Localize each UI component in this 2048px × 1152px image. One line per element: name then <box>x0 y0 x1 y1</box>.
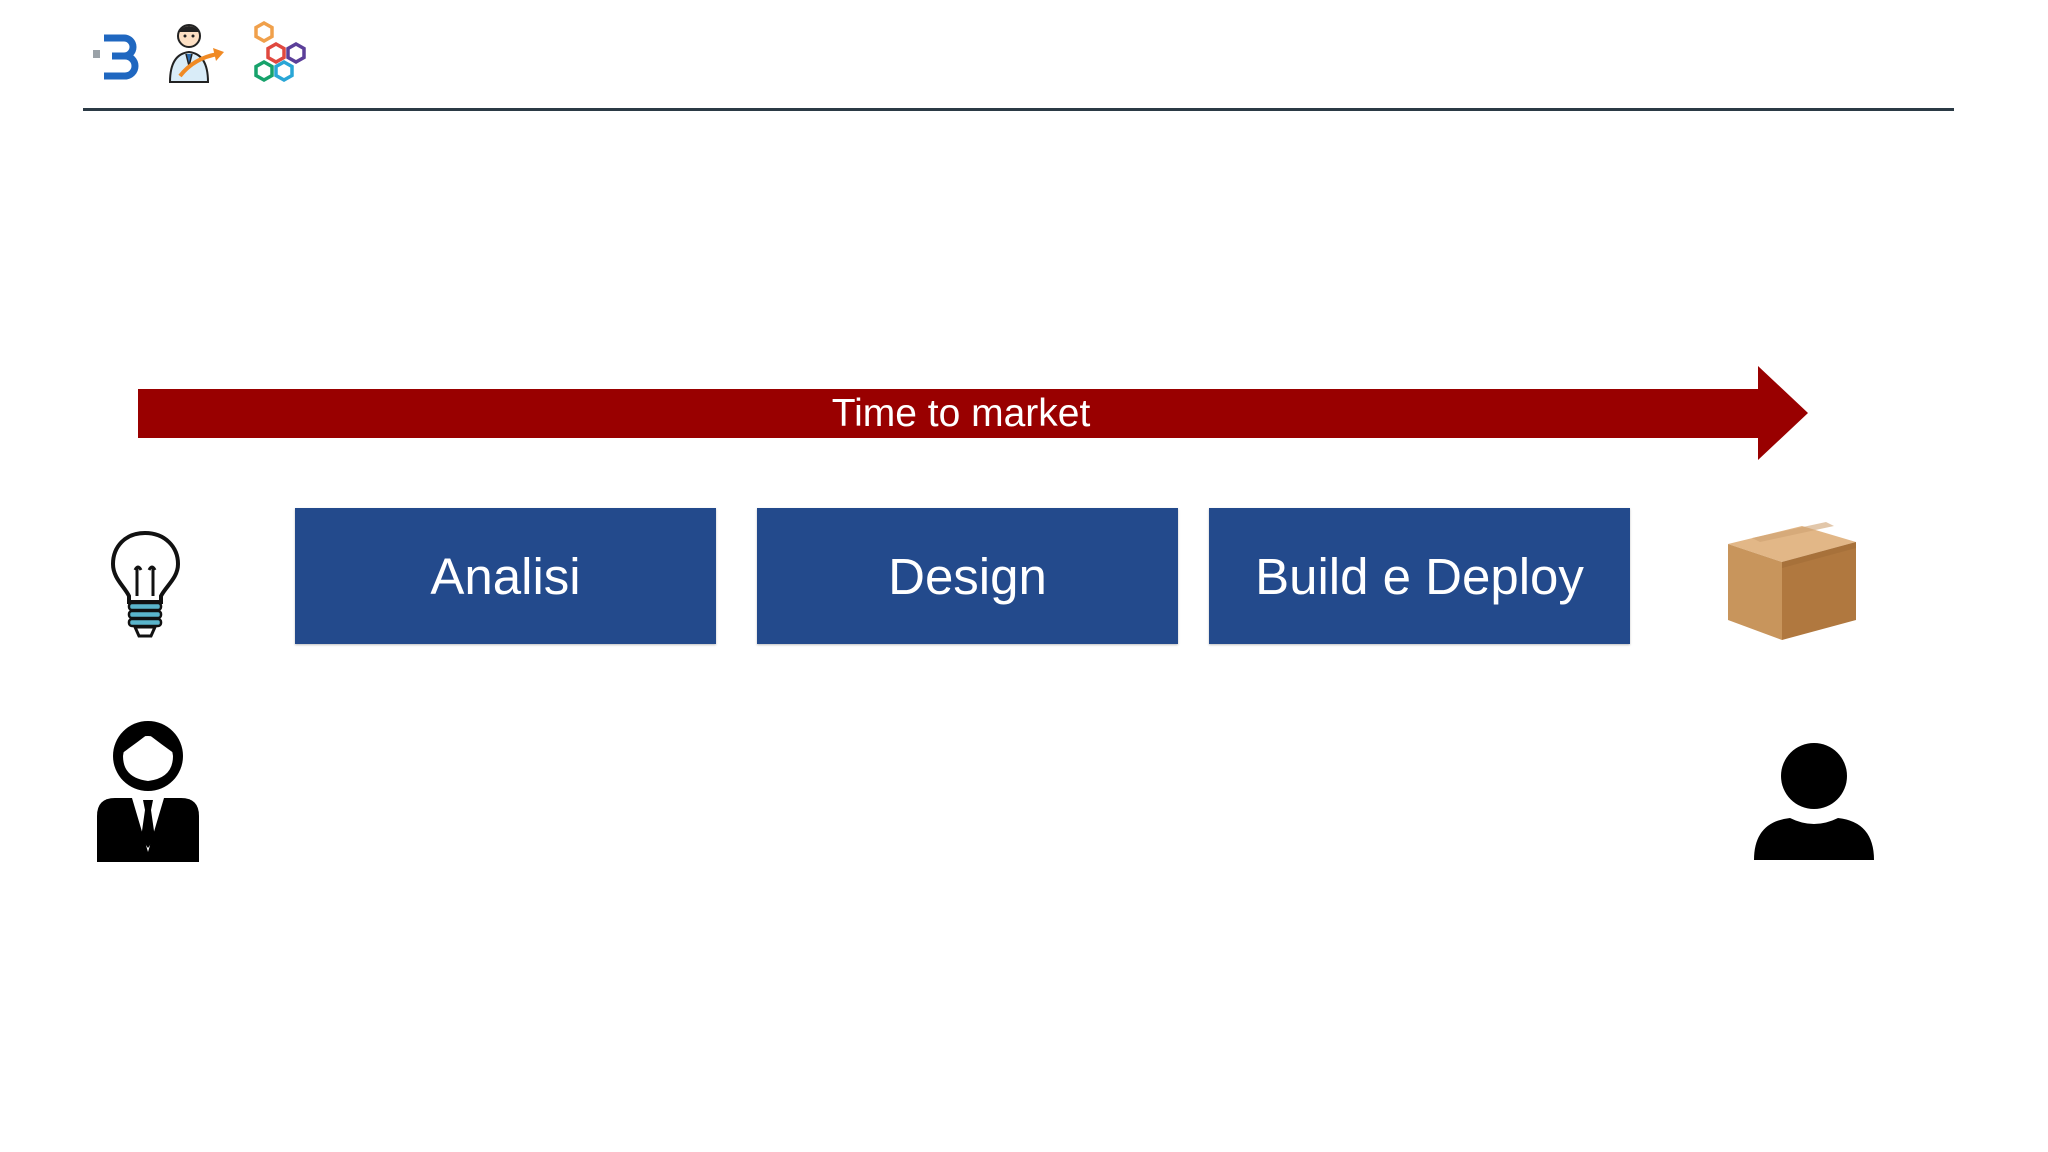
brand-b-logo-icon <box>93 34 139 80</box>
user-icon <box>1754 743 1874 860</box>
lightbulb-icon <box>110 530 181 638</box>
hexagon-cluster-icon <box>254 20 306 82</box>
phase-build-e-deploy: Build e Deploy <box>1209 508 1630 644</box>
phase-design: Design <box>757 508 1178 644</box>
header-divider <box>83 108 1954 111</box>
person-growth-arrow-icon <box>168 24 224 83</box>
time-to-market-arrow <box>138 366 1808 460</box>
phase-analisi: Analisi <box>295 508 716 644</box>
cardboard-box-icon <box>1728 522 1856 640</box>
arrow-label: Time to market <box>831 392 1091 435</box>
businessman-icon <box>97 721 199 862</box>
